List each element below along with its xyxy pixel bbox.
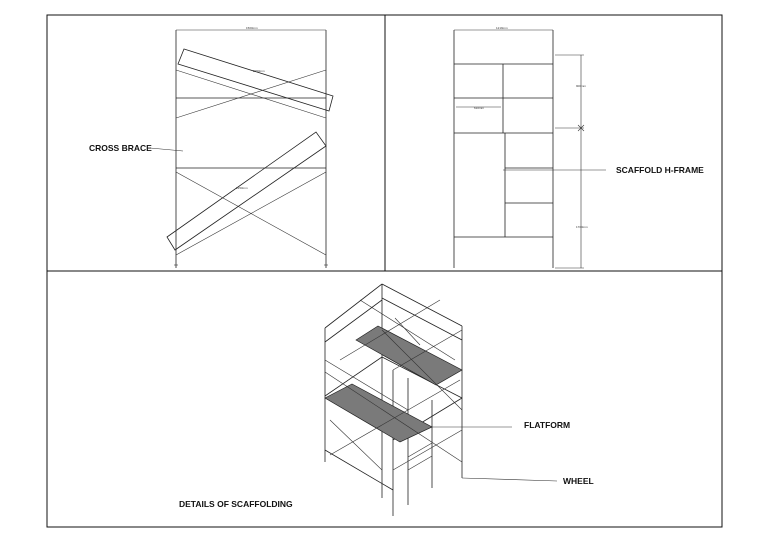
platform-label: FLATFORM [524, 420, 570, 430]
h-frame-callout: SCAFFOLD H-FRAME [503, 165, 704, 175]
wheel-label: WHEEL [563, 476, 594, 486]
svg-text:900mm: 900mm [576, 84, 587, 88]
cross-brace-callout: CROSS BRACE [89, 143, 184, 153]
svg-text:1500mm: 1500mm [246, 26, 258, 30]
svg-text:1219mm: 1219mm [496, 26, 508, 30]
platform-callout: FLATFORM [432, 420, 570, 430]
svg-text:1700mm: 1700mm [576, 225, 588, 229]
cross-brace-label: CROSS BRACE [89, 143, 152, 153]
h-frame-label: SCAFFOLD H-FRAME [616, 165, 704, 175]
svg-text:2250mm: 2250mm [236, 186, 248, 190]
h-frame-elevation: 1219mm 610mm 900mm 1700mm [453, 26, 588, 269]
isometric-scaffold [324, 283, 463, 516]
wheel-callout: WHEEL [461, 476, 594, 486]
sheet-border [46, 14, 723, 528]
details-caption: DETAILS OF SCAFFOLDING [179, 499, 293, 509]
svg-text:610mm: 610mm [474, 106, 485, 110]
svg-text:2250mm: 2250mm [253, 69, 265, 73]
cross-brace-elevation: 1500mm 2250mm 2250mm [166, 26, 334, 268]
